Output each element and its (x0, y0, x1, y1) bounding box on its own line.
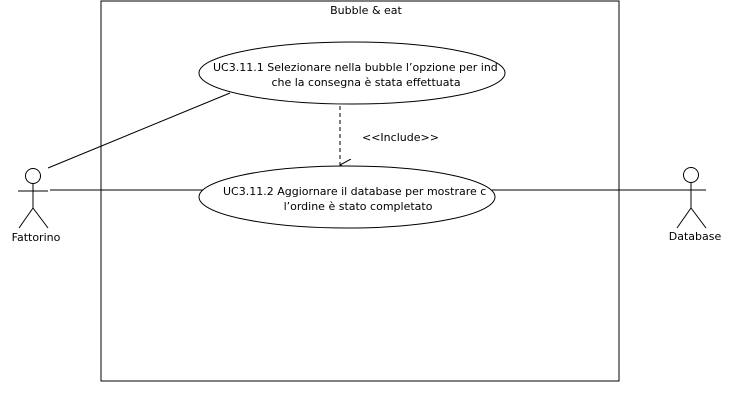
use-case-ellipse (198, 41, 506, 105)
actor-left-leg (18, 207, 34, 229)
use-case-uc3-11-1[interactable]: UC3.11.1 Selezionare nella bubble l’opzi… (198, 41, 506, 105)
system-title: Bubble & eat (330, 4, 402, 17)
use-case-text-line1: UC3.11.2 Aggiornare il database per most… (223, 185, 486, 198)
actor-right-leg (690, 207, 707, 229)
system-boundary (100, 0, 620, 382)
actor-fattorino[interactable] (18, 168, 49, 229)
include-label: <<Include>> (362, 131, 439, 144)
actor-database[interactable] (676, 167, 707, 229)
actor-label-database: Database (669, 230, 722, 243)
actor-head-icon (683, 167, 699, 183)
use-case-uc3-11-2[interactable]: UC3.11.2 Aggiornare il database per most… (198, 165, 496, 229)
association-fattorino-uc1 (47, 92, 231, 169)
use-case-ellipse (198, 165, 496, 229)
use-case-text-line2: l’ordine è stato completato (284, 200, 433, 213)
actor-label-fattorino: Fattorino (12, 231, 61, 244)
use-case-text-line2: che la consegna è stata effettuata (271, 76, 460, 89)
use-case-text-line1: UC3.11.1 Selezionare nella bubble l’opzi… (213, 61, 498, 74)
actor-right-leg (32, 207, 49, 229)
actor-left-leg (676, 207, 692, 229)
actor-head-icon (25, 168, 41, 184)
